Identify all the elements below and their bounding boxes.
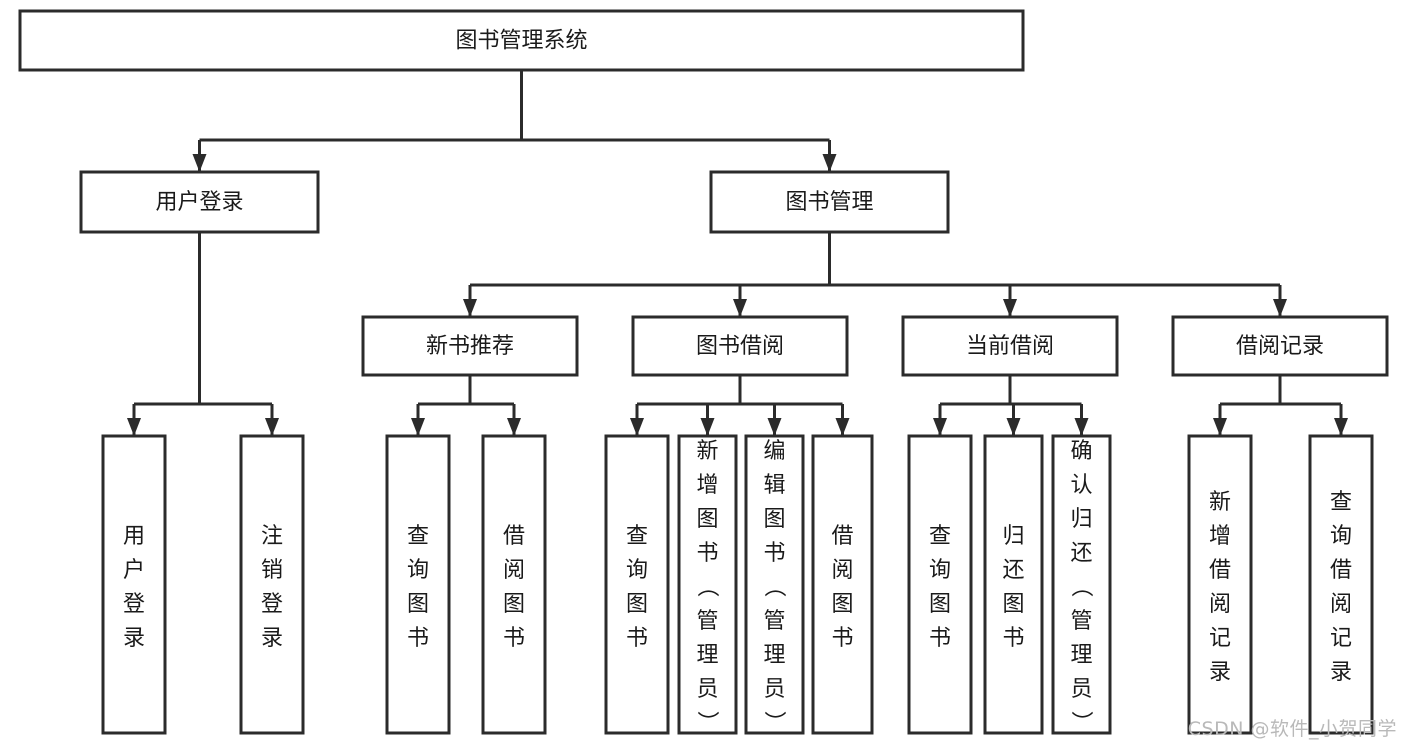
node-box <box>1051 434 1112 735</box>
node-label: 借阅图书 <box>831 524 853 651</box>
node-label: 查询图书 <box>407 524 429 651</box>
node-box <box>18 9 1025 72</box>
node-label: 编辑图书（管理员） <box>763 439 786 736</box>
node-box <box>907 434 973 735</box>
node-box <box>744 434 805 735</box>
node-box <box>811 434 874 735</box>
node-leaf-borrow-book-2[interactable]: 借阅图书 <box>811 434 874 735</box>
node-label: 查询图书 <box>929 524 951 651</box>
node-leaf-add-record[interactable]: 新增借阅记录 <box>1187 434 1253 735</box>
node-box <box>361 315 579 377</box>
node-box <box>983 434 1044 735</box>
node-box <box>901 315 1119 377</box>
node-label: 注销登录 <box>261 524 283 651</box>
node-label: 用户登录 <box>155 190 243 215</box>
node-borrow-record[interactable]: 借阅记录 <box>1171 315 1389 377</box>
node-leaf-query-book-2[interactable]: 查询图书 <box>604 434 670 735</box>
node-label: 新增图书（管理员） <box>696 439 719 736</box>
node-book-manage[interactable]: 图书管理 <box>709 170 950 234</box>
node-label: 归还图书 <box>1002 524 1024 651</box>
node-label: 确认归还（管理员） <box>1070 439 1093 736</box>
node-box <box>604 434 670 735</box>
node-box <box>1308 434 1374 735</box>
node-leaf-borrow-book-1[interactable]: 借阅图书 <box>481 434 547 735</box>
node-box <box>709 170 950 234</box>
node-user-login[interactable]: 用户登录 <box>79 170 320 234</box>
node-box <box>677 434 738 735</box>
node-leaf-query-book-3[interactable]: 查询图书 <box>907 434 973 735</box>
node-box <box>385 434 451 735</box>
node-label: 新书推荐 <box>426 334 514 359</box>
node-book-borrow[interactable]: 图书借阅 <box>631 315 849 377</box>
node-box <box>1187 434 1253 735</box>
node-box <box>481 434 547 735</box>
node-label: 图书借阅 <box>696 334 784 359</box>
node-box <box>631 315 849 377</box>
node-current-borrow[interactable]: 当前借阅 <box>901 315 1119 377</box>
node-leaf-add-book[interactable]: 新增图书（管理员） <box>677 434 738 736</box>
node-box <box>101 434 167 735</box>
node-layer: 图书管理系统用户登录图书管理新书推荐图书借阅当前借阅借阅记录用户登录注销登录查询… <box>18 9 1389 736</box>
node-leaf-edit-book[interactable]: 编辑图书（管理员） <box>744 434 805 736</box>
node-label: 借阅图书 <box>503 524 525 651</box>
node-root[interactable]: 图书管理系统 <box>18 9 1025 72</box>
node-label: 当前借阅 <box>966 334 1054 359</box>
node-label: 图书管理系统 <box>455 29 587 54</box>
node-leaf-confirm-return[interactable]: 确认归还（管理员） <box>1051 434 1112 736</box>
node-label: 借阅记录 <box>1236 334 1324 359</box>
node-leaf-user-login[interactable]: 用户登录 <box>101 434 167 735</box>
connector-layer <box>127 70 1348 436</box>
node-leaf-query-record[interactable]: 查询借阅记录 <box>1308 434 1374 735</box>
node-label: 图书管理 <box>785 190 873 215</box>
node-new-book-rec[interactable]: 新书推荐 <box>361 315 579 377</box>
node-label: 新增借阅记录 <box>1209 490 1231 685</box>
node-leaf-logout[interactable]: 注销登录 <box>239 434 305 735</box>
node-label: 查询图书 <box>626 524 648 651</box>
node-leaf-return-book[interactable]: 归还图书 <box>983 434 1044 735</box>
node-box <box>1171 315 1389 377</box>
node-leaf-query-book-1[interactable]: 查询图书 <box>385 434 451 735</box>
node-box <box>79 170 320 234</box>
node-box <box>239 434 305 735</box>
node-label: 查询借阅记录 <box>1330 490 1352 685</box>
node-label: 用户登录 <box>123 524 145 651</box>
